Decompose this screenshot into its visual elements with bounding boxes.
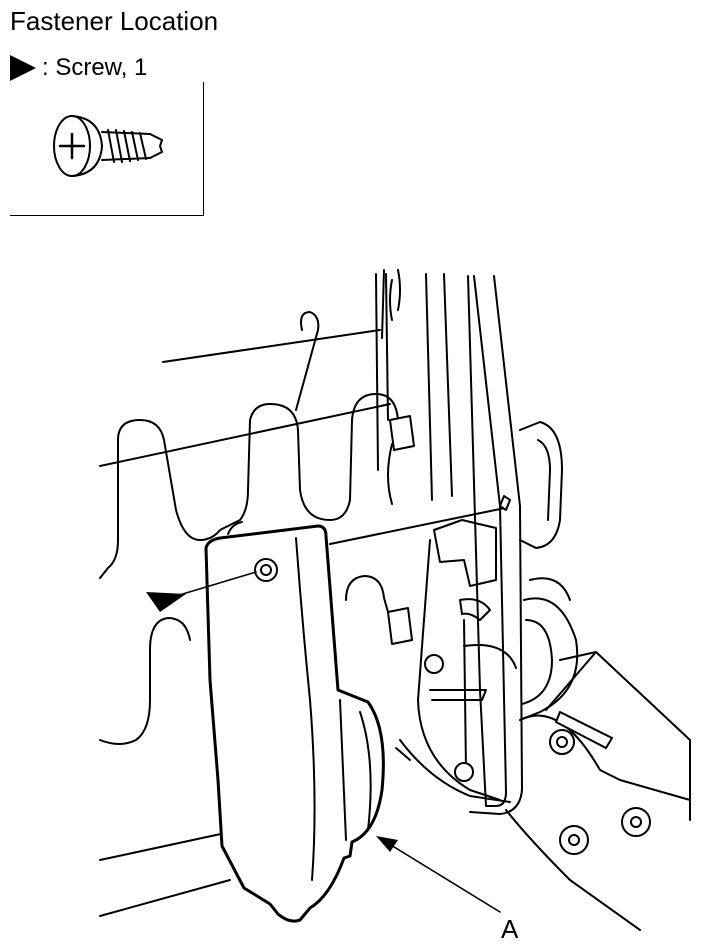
screw-location-pointer-icon [146, 592, 186, 612]
upper-bracket [537, 439, 551, 521]
callout-a-label: A [501, 914, 519, 944]
recliner-disc [529, 577, 571, 601]
cover-a-seam [359, 711, 372, 831]
legend-screw-label: : Screw, 1 [42, 54, 148, 81]
recliner-lever [467, 275, 507, 807]
seat-spring-wire [99, 393, 401, 579]
recliner-mechanism [433, 519, 497, 587]
bracket-bolt [568, 834, 580, 846]
bracket-bolt [621, 807, 651, 837]
lower-mount [399, 739, 511, 803]
lower-bracket [505, 809, 641, 931]
screw-leader-line [175, 571, 257, 597]
frame-line [99, 403, 391, 467]
recliner-mechanism [429, 689, 487, 701]
seat-spring-wire [99, 617, 191, 745]
spring-clip [387, 607, 413, 645]
recliner-pivot [424, 654, 444, 674]
seat-frame-rail [375, 273, 453, 501]
cover-a-screw-hole [254, 558, 278, 582]
recliner-mechanism [417, 539, 501, 801]
spring-clip [389, 415, 415, 451]
lower-bracket [545, 651, 597, 711]
recliner-mechanism [463, 644, 517, 669]
recliner-lever [469, 275, 523, 815]
cover-a [204, 524, 385, 923]
seat-frame-rail [387, 279, 393, 505]
seat-frame-rail [381, 269, 401, 339]
frame-line [162, 329, 381, 363]
upper-bracket [519, 421, 563, 549]
recliner-mechanism [463, 619, 467, 771]
frame-line [99, 831, 231, 861]
callout-a-arrowhead-icon [376, 836, 398, 852]
cover-a-screw-hole [260, 564, 272, 576]
seat-spring-wire [345, 575, 389, 613]
cover-a-seam [295, 537, 316, 881]
recliner-disc [521, 619, 553, 705]
legend-row: : Screw, 1 [10, 52, 147, 84]
recliner-disc [519, 597, 579, 721]
lower-bracket [519, 714, 691, 801]
bracket-bolt [549, 729, 575, 755]
callout-a-leader [385, 841, 501, 913]
frame-line [99, 879, 231, 917]
seat-spring-wire [227, 521, 243, 535]
pan-head-phillips-screw-icon [53, 115, 163, 177]
frame-line [329, 507, 506, 545]
recliner-mechanism [459, 598, 491, 621]
lower-bracket [555, 711, 613, 749]
recliner-lever [499, 495, 511, 511]
lower-mount [395, 747, 411, 761]
seat-spring-wire [295, 311, 320, 411]
bracket-bolt [556, 736, 568, 748]
lower-bracket [559, 651, 691, 821]
legend-box [10, 82, 204, 216]
cover-a-seam [339, 699, 347, 841]
page-title: Fastener Location [10, 6, 219, 36]
recliner-pivot [454, 762, 474, 782]
bracket-bolt [630, 816, 642, 828]
bracket-bolt [559, 825, 589, 855]
filled-triangle-pointer-icon [10, 55, 36, 81]
